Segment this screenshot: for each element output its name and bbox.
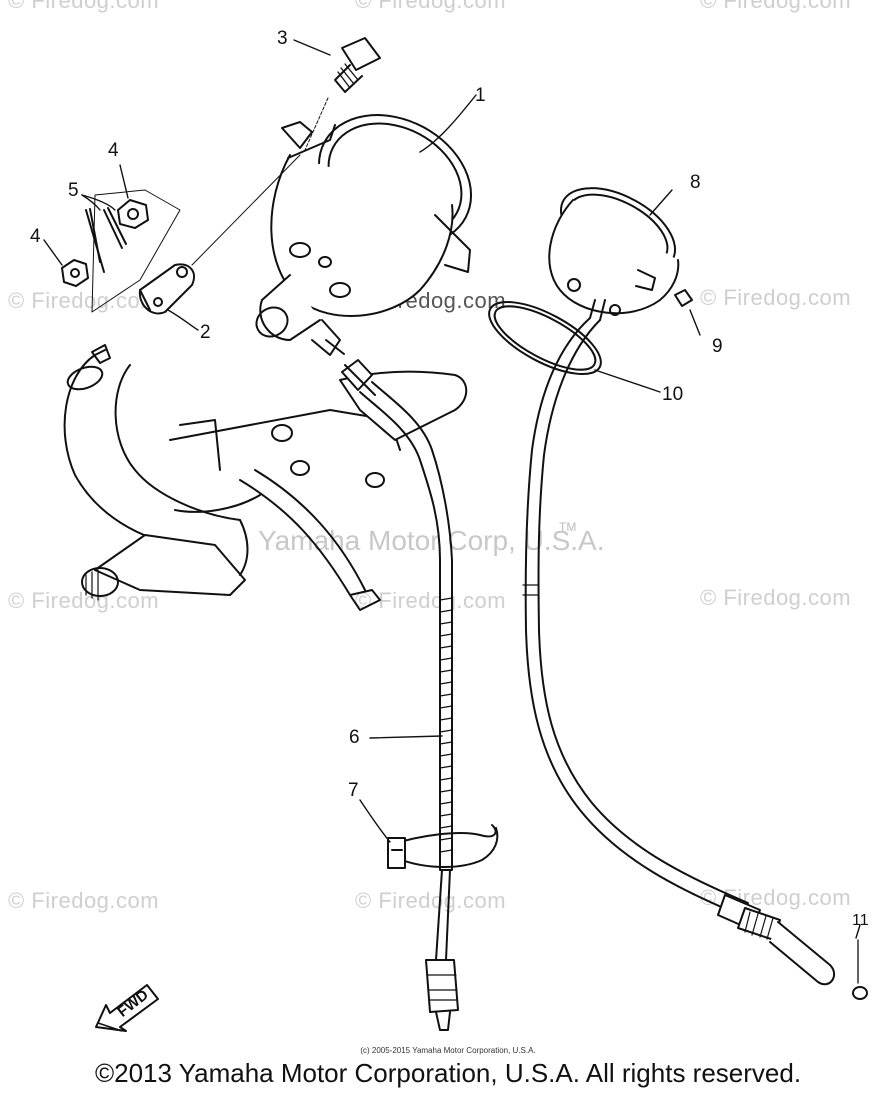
watermark-row2-right: © Firedog.com <box>700 285 852 310</box>
watermark-row2-left: © Firedog.com <box>8 288 160 313</box>
watermark-top-left: © Firedog.com <box>8 0 160 13</box>
part-6-speedometer-cable <box>341 359 459 1031</box>
fwd-arrow-icon <box>95 984 159 1032</box>
callout-3: 3 <box>277 28 288 49</box>
part-4-5-nuts-pins <box>61 189 181 313</box>
part-7-clamp <box>387 824 499 869</box>
handlebar-assembly <box>63 344 468 611</box>
watermark-row3-left: © Firedog.com <box>8 588 160 613</box>
watermark-top-mid: © Firedog.com <box>355 0 507 13</box>
watermark-row3-right: © Firedog.com <box>700 585 852 610</box>
callout-10: 10 <box>662 384 684 405</box>
watermark-tm: TM <box>559 520 577 534</box>
callout-6: 6 <box>349 727 360 748</box>
copyright-footer: ©2013 Yamaha Motor Corporation, U.S.A. A… <box>94 1058 802 1088</box>
callout-5: 5 <box>68 180 79 201</box>
part-8-temperature-gauge <box>548 187 693 321</box>
copyright-small: (c) 2005-2015 Yamaha Motor Corporation, … <box>360 1046 536 1055</box>
watermark-top-right: © Firedog.com <box>700 0 852 13</box>
temperature-sensor-line <box>522 317 836 986</box>
callout-4-upper: 4 <box>108 140 119 161</box>
part-3-bolt <box>304 37 381 151</box>
callout-7: 7 <box>348 780 359 801</box>
watermark-row4-mid: © Firedog.com <box>355 888 507 913</box>
callout-2: 2 <box>200 322 211 343</box>
callout-8: 8 <box>690 172 701 193</box>
part-2-bracket <box>138 154 301 315</box>
watermark-brand: Yamaha Motor Corp, U.S.A. <box>258 525 605 556</box>
callout-9: 9 <box>712 336 723 357</box>
part-1-speedometer <box>255 114 473 356</box>
part-10-o-ring <box>488 300 602 376</box>
callout-11: 11 <box>852 912 869 929</box>
callout-1: 1 <box>475 85 486 106</box>
callout-4-lower: 4 <box>30 226 41 247</box>
part-11-ring <box>852 939 868 1000</box>
watermark-row4-left: © Firedog.com <box>8 888 160 913</box>
callout-leaders <box>43 39 861 939</box>
